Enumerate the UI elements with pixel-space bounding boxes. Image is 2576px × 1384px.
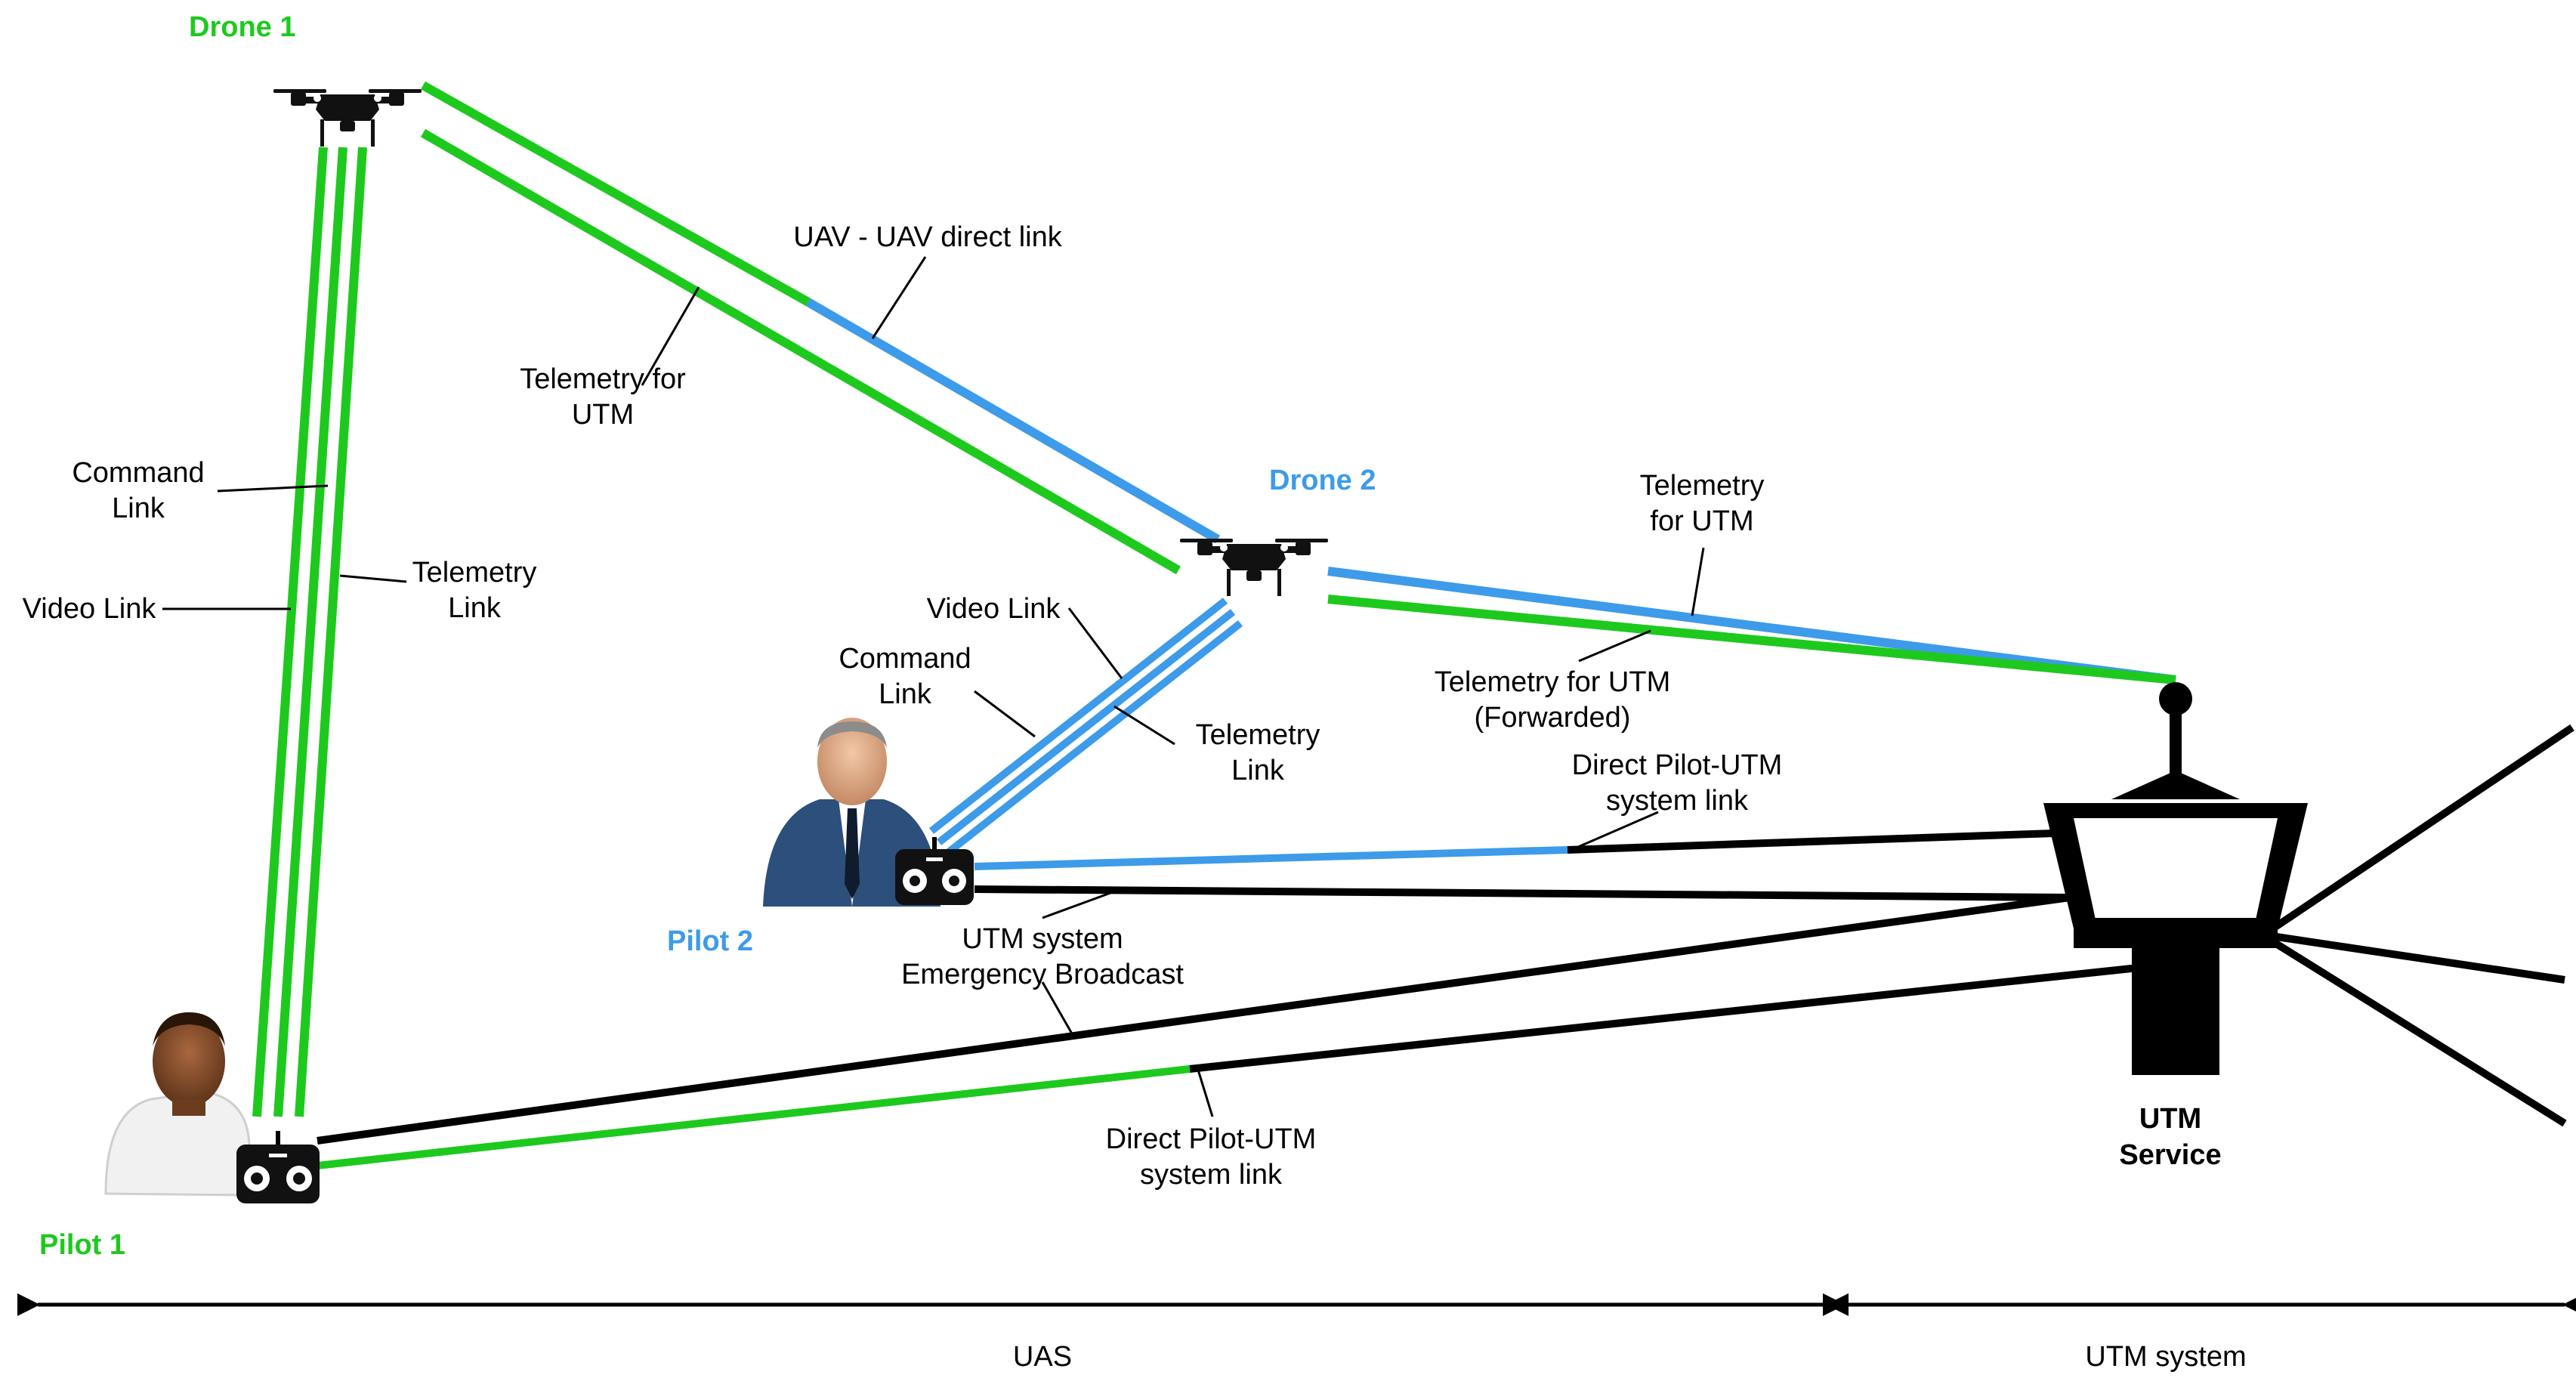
drone1-telemetry-utm-label-line2: UTM: [572, 399, 634, 431]
pilot1-drone1-telemetry-link: [295, 147, 367, 1117]
pilot2-direct-utm-label-line2: system link: [1606, 785, 1749, 817]
pilot1-video-link-label: Video Link: [23, 593, 157, 625]
pilot2-utm-direct-link-black: [1567, 829, 2056, 854]
pilot1-person-icon: [104, 1012, 251, 1197]
pilot1-utm-direct-link-green: [317, 1065, 1191, 1169]
pilot2-telemetry-link-label-line2: Link: [1231, 755, 1285, 786]
pilot1-direct-utm-label-line1: Direct Pilot-UTM: [1106, 1123, 1317, 1155]
uav-direct-link-label: UAV - UAV direct link: [793, 221, 1062, 253]
pilot1-remote-controller-icon: [236, 1131, 320, 1203]
utm-external-link-2: [2266, 931, 2565, 984]
drone2-utm-forwarded-link: [1327, 595, 2176, 684]
drone1-drone2-direct-link-green: [421, 81, 811, 307]
pilot2-command-link-label-line1: Command: [839, 643, 971, 675]
drone1-telemetry-utm-label-line1: Telemetry for: [520, 363, 686, 395]
pilot1-utm-direct-link-black: [1189, 963, 2146, 1073]
drone1-drone2-direct-link-blue: [805, 298, 1221, 544]
pilot2-drone2-video-link: [928, 598, 1228, 834]
pilot2-drone2-telemetry-link: [944, 620, 1243, 857]
pilot1-command-link-label-line1: Command: [72, 457, 204, 489]
pilot1-telemetry-link-label-line2: Link: [448, 592, 502, 624]
pilot1-direct-utm-label-line2: system link: [1140, 1159, 1283, 1191]
utm-pilot2-emergency-link: [974, 885, 2071, 901]
scale-bar: UAS UTM system: [17, 1293, 2576, 1373]
pilot2-title: Pilot 2: [667, 925, 753, 957]
emergency-broadcast-label-line2: Emergency Broadcast: [901, 959, 1184, 990]
utm-system-span-label: UTM system: [2085, 1341, 2246, 1373]
drone2-utm-telemetry-link: [1327, 567, 2176, 684]
drone1-title: Drone 1: [189, 11, 295, 43]
drone2-title: Drone 2: [1269, 465, 1376, 496]
pilot2-remote-controller-icon: [895, 837, 974, 905]
pilot2-drone2-command-link: [936, 609, 1236, 845]
drone1-icon: [273, 89, 422, 147]
pilot1-command-link-label-line2: Link: [112, 493, 165, 524]
forwarded-telemetry-label-line1: Telemetry for UTM: [1435, 666, 1670, 698]
pilot1-drone1-command-link: [273, 147, 347, 1117]
uas-span-label: UAS: [1013, 1341, 1072, 1373]
utm-external-link-3: [2264, 934, 2567, 1127]
drone1-telemetry-utm-link: [420, 128, 1181, 575]
forwarded-telemetry-label-line2: (Forwarded): [1475, 702, 1631, 734]
control-tower-icon: [2043, 682, 2308, 1075]
pilot2-telemetry-link-label-line1: Telemetry: [1196, 719, 1320, 751]
pilot2-video-link-label: Video Link: [927, 593, 1061, 625]
drone2-telemetry-utm-label-line1: Telemetry: [1640, 470, 1765, 502]
pilot2-command-link-label-line2: Link: [879, 678, 932, 710]
utm-service-title-line2: Service: [2119, 1139, 2221, 1171]
drone2-icon: [1180, 539, 1328, 596]
utm-pilot1-emergency-link: [317, 894, 2071, 1145]
emergency-broadcast-label-line1: UTM system: [962, 923, 1123, 955]
pilot1-telemetry-link-label-line1: Telemetry: [412, 557, 537, 589]
pilot1-drone1-video-link: [252, 147, 328, 1117]
pilot2-utm-direct-link-blue: [974, 846, 1568, 870]
leader-lines: [162, 256, 1705, 1117]
utm-external-link-1: [2264, 724, 2574, 937]
utm-service-title-line1: UTM: [2139, 1103, 2201, 1135]
pilot2-direct-utm-label-line1: Direct Pilot-UTM: [1572, 749, 1783, 781]
drone2-telemetry-utm-label-line2: for UTM: [1650, 505, 1753, 537]
pilot1-title: Pilot 1: [39, 1229, 125, 1261]
links-group: [252, 81, 2574, 1169]
